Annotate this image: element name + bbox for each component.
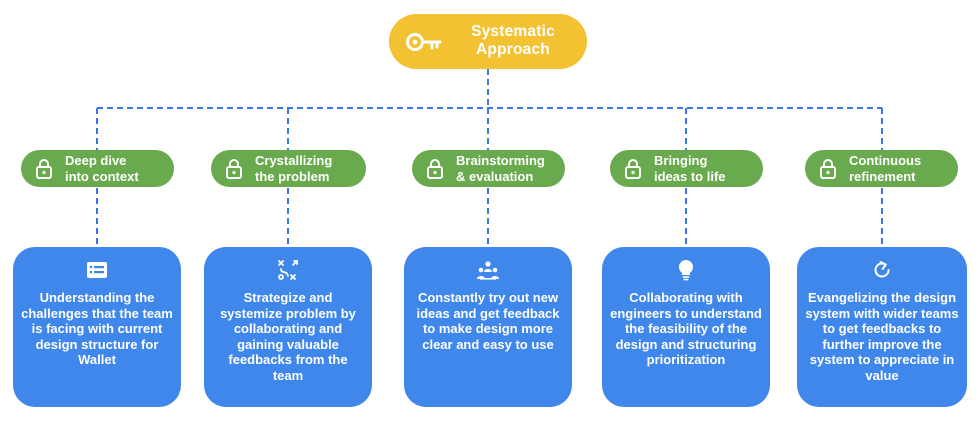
step-pill-label: Bringing ideas to life: [654, 153, 726, 184]
card-crystallizing: Strategize and systemize problem by coll…: [204, 247, 372, 407]
lock-icon: [226, 159, 242, 179]
card-text: Collaborating with engineers to understa…: [610, 290, 762, 367]
list-icon: [87, 262, 107, 278]
card-text: Evangelizing the design system with wide…: [805, 290, 959, 383]
card-text: Strategize and systemize problem by coll…: [220, 290, 356, 383]
step-pill-continuous-refinement: Continuous refinement: [805, 150, 958, 187]
lock-icon: [36, 159, 52, 179]
step-pill-crystallizing: Crystallizing the problem: [211, 150, 366, 187]
step-pill-label: Continuous refinement: [849, 153, 922, 184]
step-pill-brainstorming: Brainstorming & evaluation: [412, 150, 565, 187]
step-pill-deep-dive: Deep dive into context: [21, 150, 174, 187]
team-icon: [477, 261, 499, 280]
lock-icon: [820, 159, 836, 179]
lightbulb-icon: [678, 259, 694, 281]
key-icon: [406, 33, 442, 51]
strategy-icon: [278, 260, 298, 280]
step-pill-label: Brainstorming & evaluation: [456, 153, 545, 184]
refresh-icon: [874, 261, 890, 278]
card-deep-dive: Understanding the challenges that the te…: [13, 247, 181, 407]
card-text: Constantly try out new ideas and get fee…: [416, 290, 560, 352]
step-pill-label: Crystallizing the problem: [255, 153, 333, 184]
card-continuous-refinement: Evangelizing the design system with wide…: [797, 247, 967, 407]
step-pill-bringing-ideas: Bringing ideas to life: [610, 150, 763, 187]
card-brainstorming: Constantly try out new ideas and get fee…: [404, 247, 572, 407]
card-bringing-ideas: Collaborating with engineers to understa…: [602, 247, 770, 407]
step-pill-label: Deep dive into context: [65, 153, 139, 184]
lock-icon: [427, 159, 443, 179]
lock-icon: [625, 159, 641, 179]
root-node: Systematic Approach: [389, 14, 587, 69]
root-label: Systematic Approach: [471, 23, 555, 58]
card-text: Understanding the challenges that the te…: [21, 290, 173, 367]
